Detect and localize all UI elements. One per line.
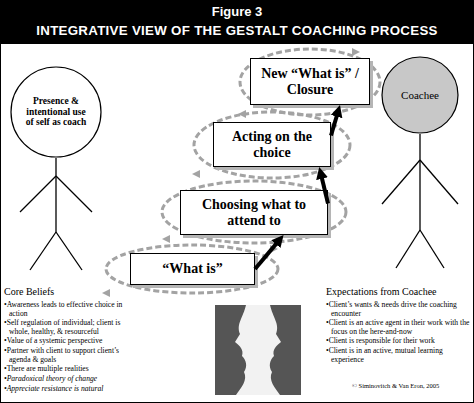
circle-shape	[382, 57, 458, 133]
flow-arrow	[331, 112, 338, 136]
belief-item: •Awareness leads to effective choice in …	[4, 301, 142, 318]
figure-number: Figure 3	[0, 4, 474, 19]
figure-leg	[56, 232, 82, 270]
belief-item: •Partner with client to support client’s…	[4, 347, 142, 364]
figure-body	[419, 134, 420, 230]
step-label: Choosing what to attend to	[187, 197, 321, 228]
copyright-note: © Siminovitch & Van Eron, 2005	[352, 382, 472, 389]
expectation-item: •Client is responsible for their work	[326, 337, 470, 346]
belief-item: •Value of a systemic perspective	[4, 337, 142, 346]
step-label: New “What is” / Closure	[257, 66, 363, 97]
cycle-arrowhead	[162, 235, 170, 243]
process-step: “What is”	[130, 253, 255, 285]
process-step: New “What is” / Closure	[250, 58, 370, 105]
cycle-loop	[162, 181, 346, 243]
belief-item: •Self regulation of individual; client i…	[4, 319, 142, 336]
expectation-item: •Client is in an active, mutual learning…	[326, 347, 470, 364]
coachee-circle: Coachee	[381, 56, 459, 134]
cycle-arrowhead	[102, 289, 110, 297]
figure-title: INTEGRATIVE VIEW OF THE GESTALT COACHING…	[0, 23, 474, 38]
flow-arrow	[321, 174, 328, 204]
flow-arrow	[255, 240, 279, 269]
belief-item: •Paradoxical theory of change	[4, 375, 142, 384]
expectation-item: •Client’s wants & needs drive the coachi…	[326, 301, 470, 318]
figure-arm	[20, 176, 56, 212]
expectations-column: Expectations from Coachee •Client’s wants…	[326, 286, 470, 365]
figure-body	[55, 158, 56, 232]
figure-leg	[396, 230, 420, 268]
cycle-arrowhead	[238, 110, 246, 118]
figure-arm	[382, 160, 420, 204]
cycle-loop	[240, 49, 380, 115]
cycle-loops	[106, 49, 380, 293]
figure-arm	[420, 160, 458, 204]
figure-leg	[420, 230, 444, 268]
coachee-figure	[382, 134, 458, 268]
figure-arm	[56, 176, 92, 212]
belief-item: •Appreciate resistance is natural	[4, 385, 142, 394]
cycle-arrowhead	[352, 48, 360, 56]
cycle-loop	[194, 112, 350, 178]
figure-leg	[30, 232, 56, 270]
process-step: Acting on the choice	[213, 122, 331, 167]
core-beliefs-column: Core Beliefs •Awareness leads to effectiv…	[4, 286, 142, 394]
step-label: “What is”	[162, 261, 222, 277]
column-heading: Expectations from Coachee	[326, 286, 470, 298]
column-heading: Core Beliefs	[4, 286, 142, 298]
faces-vase-image	[215, 305, 301, 395]
cycle-arrowhead	[270, 245, 278, 253]
belief-item: •There are multiple realities	[4, 365, 142, 374]
cycle-loop	[106, 245, 278, 293]
circle-label: Coachee	[401, 89, 439, 102]
circle-shape	[11, 67, 101, 157]
coach-circle: Presence & intentional use of self as co…	[10, 66, 102, 158]
process-step: Choosing what to attend to	[180, 190, 328, 235]
coach-figure	[20, 158, 92, 270]
cycle-arrowhead	[192, 170, 200, 178]
circle-label: Presence & intentional use of self as co…	[24, 96, 88, 129]
title-bar	[0, 0, 474, 44]
vase-silhouette	[235, 305, 281, 395]
expectation-item: •Client is an active agent in their work…	[326, 319, 470, 336]
step-label: Acting on the choice	[220, 129, 324, 160]
